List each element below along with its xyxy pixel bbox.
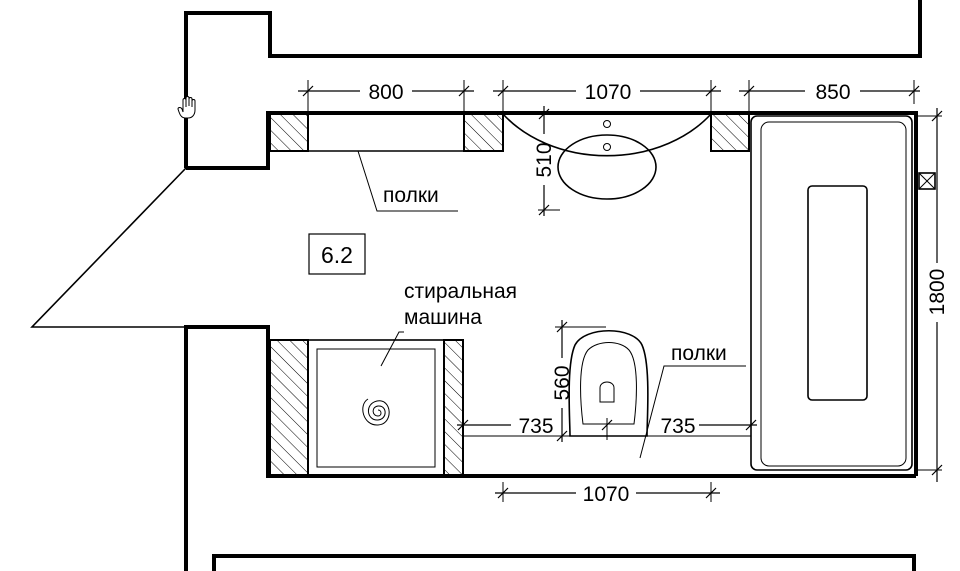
sink-drain <box>603 143 611 151</box>
wall-room-bottom <box>184 325 916 571</box>
room-number: 6.2 <box>321 242 353 268</box>
wall-bottom-outer <box>212 554 916 571</box>
pillar-top-left <box>269 113 309 152</box>
wall-top-outer <box>184 0 922 168</box>
bathtub <box>750 115 913 471</box>
dim-bath-width: 850 <box>815 81 850 104</box>
dim-toilet-right: 735 <box>660 415 695 438</box>
toilet-bowl <box>580 342 637 425</box>
dim-sink-span: 1070 <box>585 81 632 104</box>
dim-bath-length: 1800 <box>926 269 949 316</box>
leader-shelves-top <box>357 150 458 212</box>
washing-machine-top <box>316 348 436 468</box>
bathtub-rim <box>760 121 907 467</box>
dim-toilet-left: 735 <box>518 415 553 438</box>
pillar-bottom-right <box>443 339 464 476</box>
pillar-bottom-left <box>269 339 309 476</box>
washing-machine-body <box>307 339 445 476</box>
bathtub-outer <box>750 115 913 471</box>
dim-bottom-span: 1070 <box>583 483 630 506</box>
dimension-lines <box>298 80 943 502</box>
hand-cursor-icon <box>177 96 196 119</box>
sink-basin <box>557 134 657 200</box>
dimension-labels: 800 1070 850 510 1800 560 735 735 1070 <box>368 81 949 506</box>
hatched-pillars <box>269 113 750 476</box>
pillar-top-right <box>710 113 750 152</box>
leader-washing-machine <box>380 331 404 367</box>
fixture-labels: полки стиральная машина полки <box>383 184 727 365</box>
ventilation-icon <box>918 172 936 190</box>
washing-machine <box>307 339 445 476</box>
bathtub-basin <box>807 185 868 401</box>
room-number-box <box>308 233 366 275</box>
toilet-seat-hole <box>599 381 615 403</box>
sink-counter <box>502 113 712 157</box>
sink-faucet-hole <box>603 120 611 128</box>
label-shelves-top: полки <box>383 184 439 207</box>
toilet-tank <box>568 329 649 437</box>
sink <box>502 113 712 200</box>
label-shelves-right: полки <box>671 342 727 365</box>
label-washing-machine-line2: машина <box>404 306 482 329</box>
pillar-top-mid <box>463 113 504 152</box>
door-swing <box>30 167 187 328</box>
leader-shelves-right <box>639 365 746 459</box>
walls <box>30 0 922 571</box>
washing-machine-spiral <box>362 398 390 426</box>
dim-toilet-depth: 560 <box>551 365 574 400</box>
dim-shelf-top-width: 800 <box>368 81 403 104</box>
label-washing-machine-line1: стиральная <box>404 280 517 303</box>
room-label: 6.2 <box>308 233 366 275</box>
toilet <box>568 329 649 437</box>
wall-room-top <box>186 111 918 476</box>
dim-sink-depth: 510 <box>533 142 556 177</box>
